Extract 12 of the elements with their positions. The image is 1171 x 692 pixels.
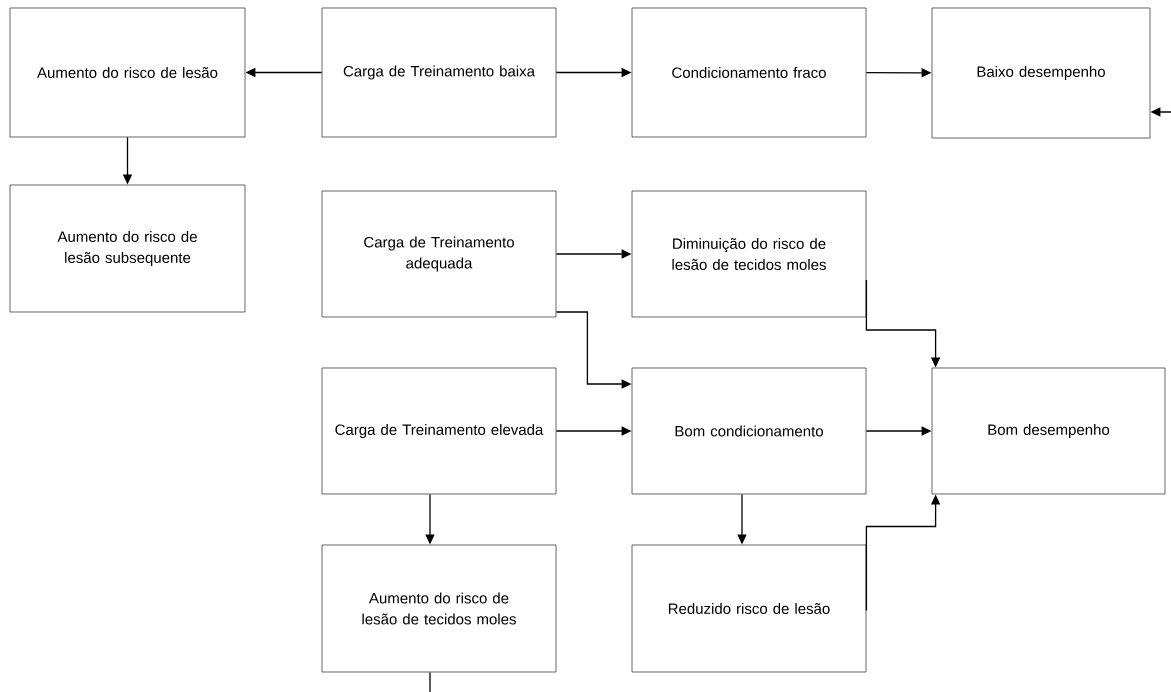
process-box: Diminuição do risco de lesão de tecidos moles: [631, 190, 867, 318]
process-box: Bom desempenho: [931, 367, 1166, 495]
process-box: Bom condicionamento: [631, 367, 867, 495]
process-box: Carga de Treinamento elevada: [321, 367, 557, 495]
process-box: Aumento do risco de lesão: [9, 7, 246, 138]
process-box: Condicionamento fraco: [631, 7, 867, 138]
process-box: Aumento do risco de lesão de tecidos moles: [321, 544, 557, 673]
process-box: Carga de Treinamento adequada: [321, 190, 557, 318]
process-box: Carga de Treinamento baixa: [321, 7, 557, 138]
process-box: Aumento do risco de lesão subsequente: [9, 184, 246, 313]
process-box: Reduzido risco de lesão: [631, 544, 867, 673]
process-box: Baixo desempenho: [931, 7, 1151, 139]
